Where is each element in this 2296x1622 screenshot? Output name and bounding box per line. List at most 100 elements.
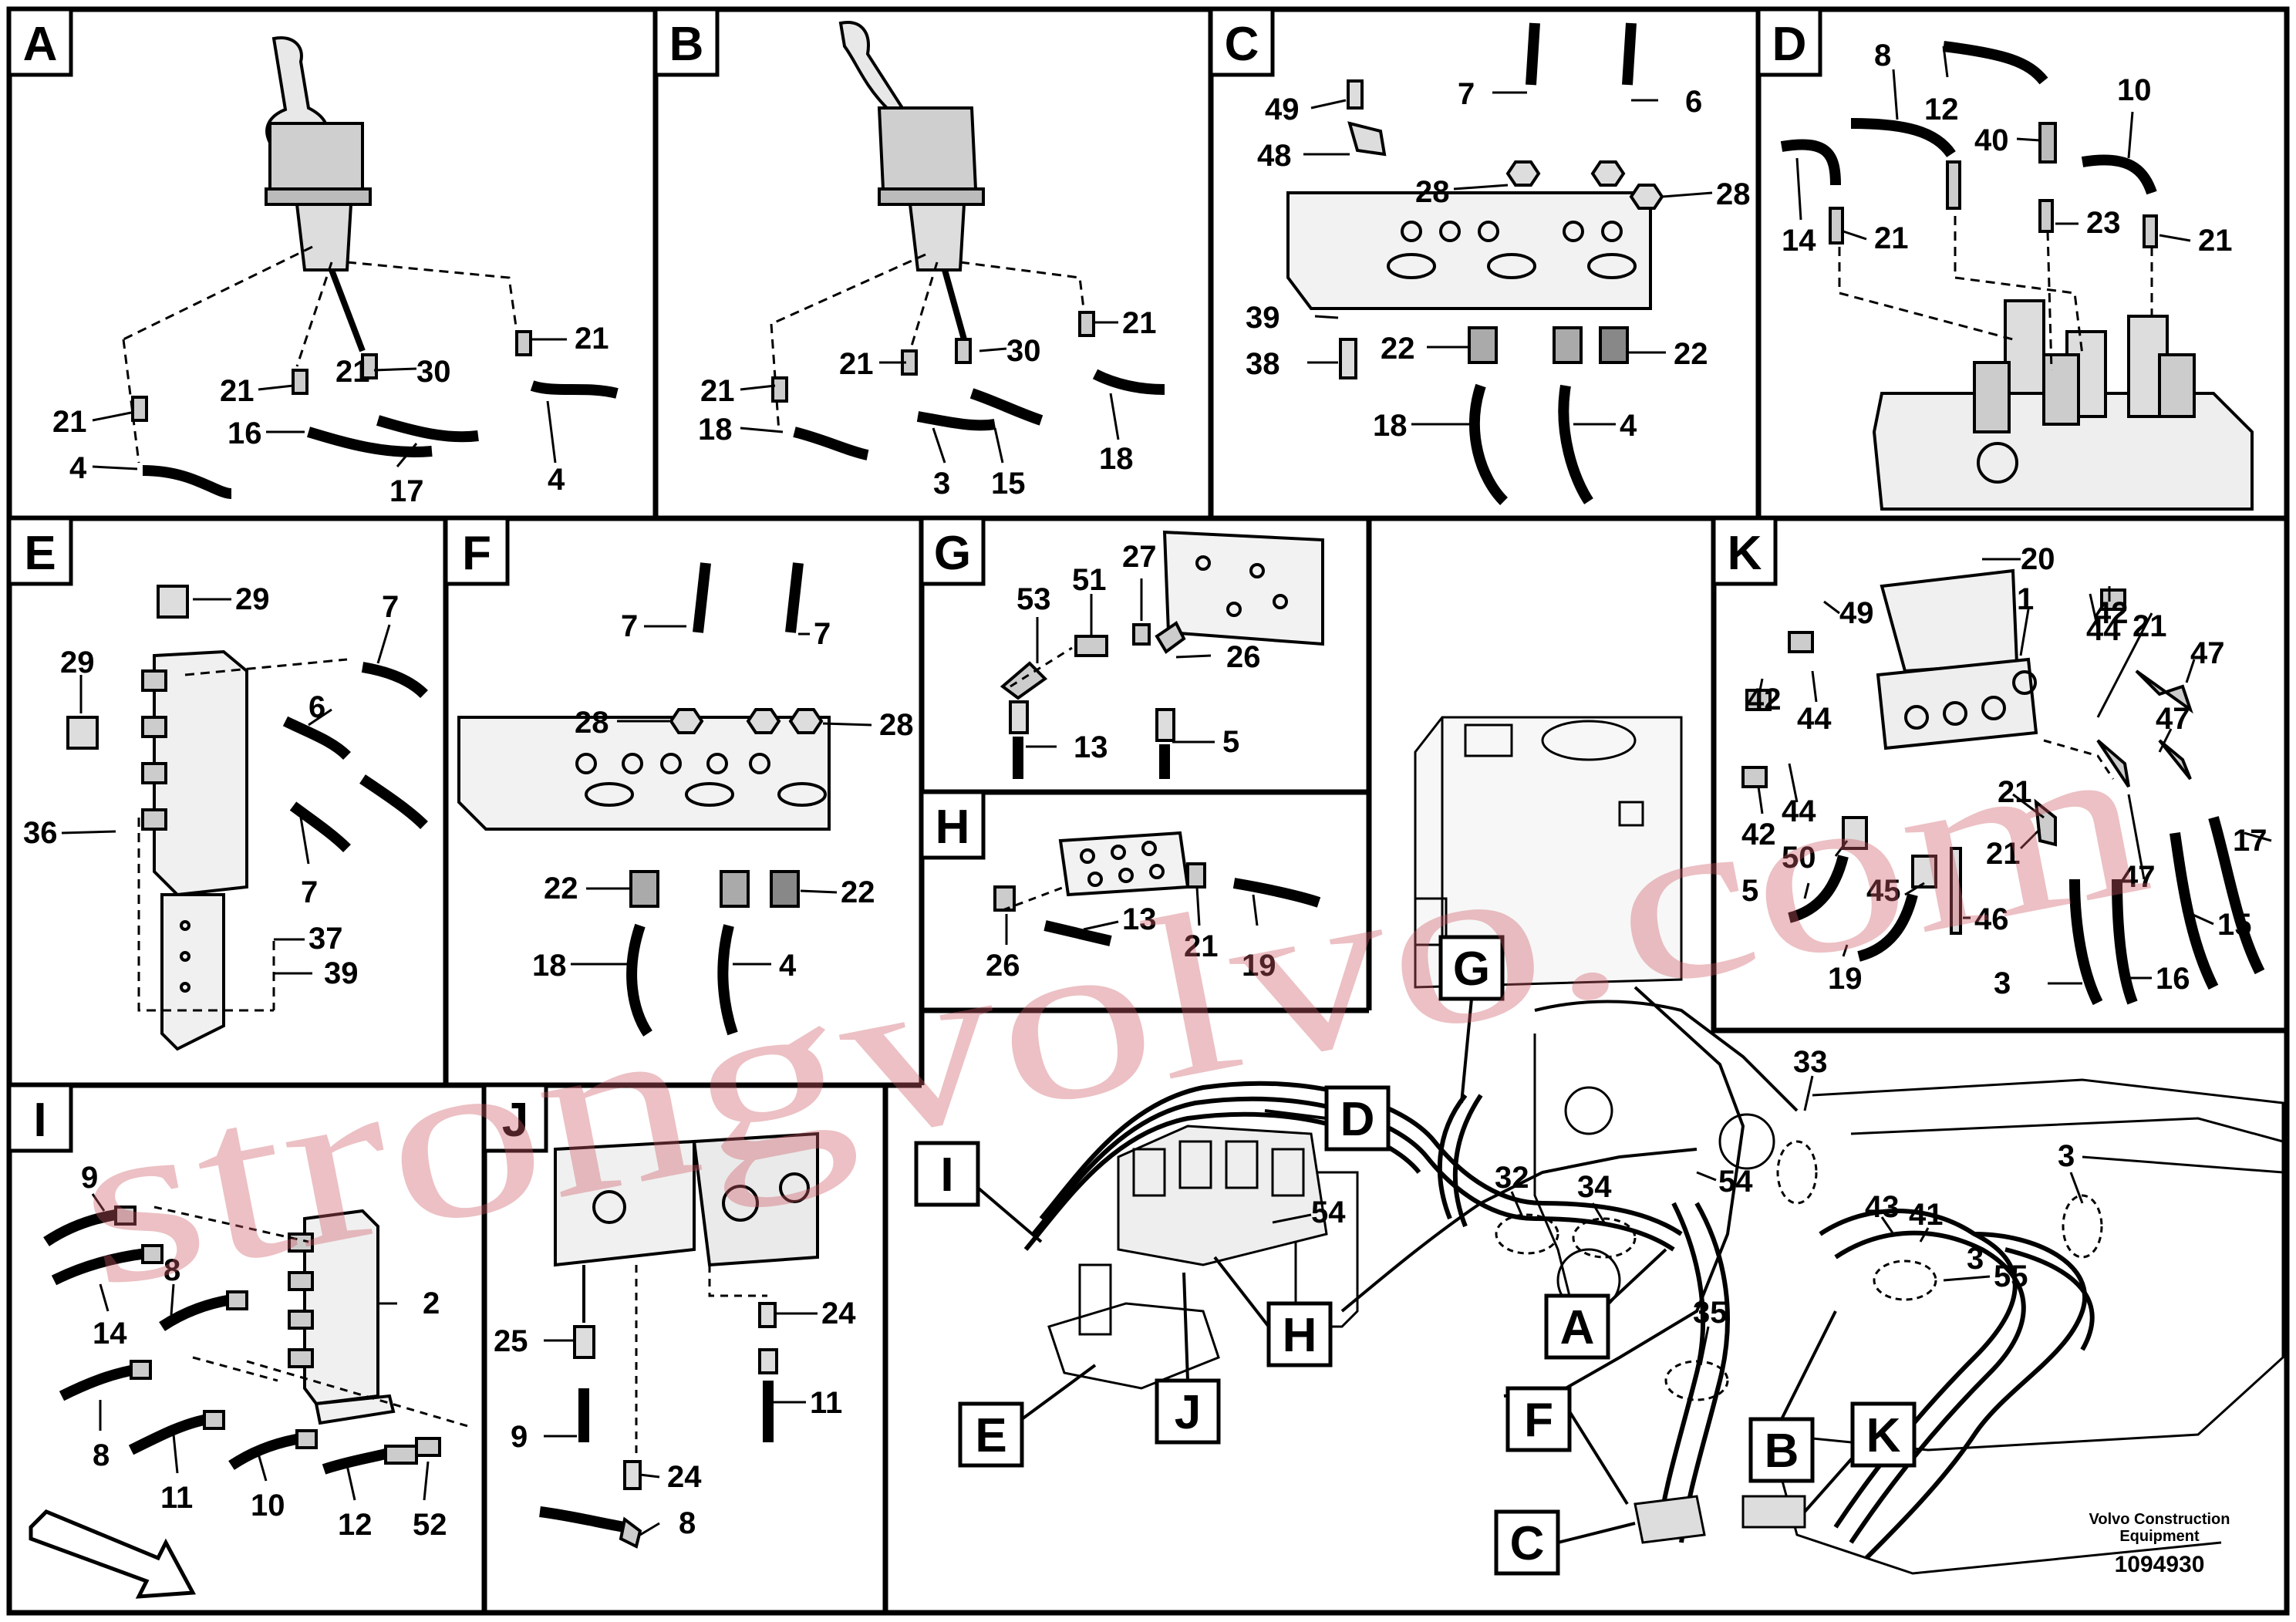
panel-i-callout: 2 — [423, 1286, 440, 1320]
footer-company-line2: Equipment — [2119, 1528, 2200, 1545]
panel-j-drawing — [539, 1131, 819, 1549]
locator-letter-g: G — [1453, 943, 1490, 996]
panel-h-leaders — [1005, 886, 1259, 945]
panel-i-callout: 12 — [338, 1508, 373, 1542]
locator-letter-d: D — [1340, 1093, 1375, 1146]
panel-letter-h: H — [936, 801, 970, 854]
panel-c-callout: 7 — [1458, 77, 1475, 111]
locator-letter-f: F — [1524, 1394, 1553, 1447]
panel-e-callout: 29 — [235, 582, 270, 616]
panel-f-callouts: 7 7 28 28 22 22 18 4 — [532, 609, 914, 983]
panel-k-callout: 47 — [2190, 636, 2225, 670]
panel-letter-f: F — [462, 527, 491, 580]
panel-c-callout: 38 — [1246, 347, 1280, 381]
panel-e-callout: 39 — [324, 956, 359, 990]
panel-k-callout: 5 — [1741, 874, 1758, 908]
overview-locator-boxes — [914, 935, 1917, 1576]
footer-drawing-number: 1094930 — [2115, 1552, 2205, 1577]
panel-k-callout: 47 — [2121, 860, 2156, 894]
panel-f-callout: 28 — [879, 708, 914, 742]
panel-d-callout: 10 — [2117, 73, 2152, 107]
panel-d-callout: 23 — [2086, 206, 2121, 240]
panel-b-callout: 21 — [1122, 306, 1157, 340]
panel-k-leaders — [1757, 558, 2272, 985]
panel-c-callout: 39 — [1246, 301, 1280, 335]
panel-h-callout: 13 — [1122, 902, 1157, 936]
locator-letter-k: K — [1866, 1409, 1901, 1462]
panel-a-leaders — [92, 338, 567, 470]
panel-d-callout: 12 — [1924, 93, 1959, 126]
panel-e-callout: 29 — [60, 646, 95, 679]
panel-c-callout: 4 — [1620, 409, 1637, 443]
overview-callout: 43 — [1865, 1190, 1900, 1224]
panel-k-drawing — [1741, 568, 2265, 1006]
panel-letter-box-k — [1711, 516, 1778, 586]
panel-k-callout: 46 — [1974, 902, 2009, 936]
panel-b-callout: 21 — [839, 347, 874, 381]
panel-b-callout: 30 — [1006, 334, 1041, 368]
panel-k-callout: 42 — [1747, 683, 1782, 717]
panel-letter-box-f — [443, 516, 510, 586]
panel-b-callout: 21 — [700, 374, 735, 408]
panel-letter-box-i — [7, 1083, 73, 1153]
panel-j-leaders — [544, 1312, 818, 1536]
panel-e-callout: 7 — [382, 590, 399, 624]
overview-callouts: 54 32 34 54 33 3 43 41 55 35 3 — [1311, 1045, 2075, 1330]
panel-i-callout: 11 — [160, 1481, 193, 1515]
panel-a-callout: 4 — [69, 451, 87, 485]
panel-i-callout: 9 — [81, 1161, 98, 1195]
panel-a-callout: 21 — [575, 322, 609, 356]
panel-b-callout: 18 — [1099, 442, 1134, 476]
panel-k-callout: 3 — [1994, 966, 2011, 1000]
panel-c-callout: 28 — [1716, 177, 1751, 211]
panel-j-callout: 24 — [667, 1460, 702, 1494]
panel-g-callout: 53 — [1017, 582, 1051, 616]
panel-g-callout: 5 — [1222, 725, 1239, 759]
overview-callout: 41 — [1909, 1198, 1944, 1232]
overview-callout: 54 — [1718, 1165, 1753, 1199]
panel-c-callouts: 49 48 39 38 7 6 28 28 22 22 18 4 — [1246, 77, 1751, 443]
panel-g-callout: 51 — [1072, 563, 1107, 597]
panel-g-callout: 13 — [1074, 730, 1108, 764]
panel-f-callout: 7 — [814, 617, 831, 651]
panel-j-callout: 25 — [494, 1324, 528, 1358]
panel-letter-d: D — [1772, 18, 1807, 71]
panel-a-drawing — [122, 36, 619, 499]
panel-e-callout: 37 — [308, 922, 343, 956]
direction-arrow-icon — [29, 1509, 197, 1599]
panel-e-callout: 36 — [23, 816, 58, 850]
overview-callout: 54 — [1311, 1195, 1346, 1229]
panel-k-callout: 42 — [1741, 818, 1776, 851]
panel-f-callout: 18 — [532, 949, 567, 983]
panel-b-leaders — [740, 321, 1120, 464]
overview-callout: 33 — [1793, 1045, 1828, 1079]
panel-e-leaders — [61, 598, 391, 975]
overview-callout: 32 — [1495, 1161, 1529, 1195]
panel-a-callout: 16 — [228, 416, 262, 450]
panel-b-callout: 18 — [698, 413, 733, 447]
overview-locator-letters: G D I H J E A F B K C — [940, 943, 1900, 1570]
panel-e-callouts: 29 29 7 6 36 7 37 39 — [23, 582, 399, 990]
panel-k-callout: 44 — [1797, 702, 1832, 736]
panel-k-callout: 16 — [2156, 962, 2190, 996]
panel-letter-g: G — [934, 527, 971, 580]
panel-k-callout: 44 — [2086, 613, 2121, 647]
panel-c-callout: 49 — [1265, 93, 1300, 126]
panel-i-callouts: 9 8 14 2 8 11 10 12 52 — [81, 1161, 447, 1542]
panel-letter-i: I — [33, 1094, 46, 1147]
footer-company-line1: Volvo Construction — [2089, 1511, 2230, 1528]
panel-b-callout: 15 — [991, 467, 1026, 501]
panel-c-callout: 6 — [1685, 85, 1702, 119]
panel-d-callout: 8 — [1874, 39, 1891, 73]
panel-e-drawing — [66, 585, 428, 1051]
panel-a-callouts: 21 4 21 16 21 30 17 21 4 — [52, 322, 609, 508]
panel-letter-box-c — [1209, 7, 1275, 77]
panel-a-callout: 21 — [220, 374, 255, 408]
panel-e-callout: 6 — [308, 690, 325, 724]
panel-k-callout: 21 — [1998, 775, 2032, 809]
panel-j-callout: 9 — [511, 1420, 528, 1454]
panel-k-callout: 49 — [1839, 596, 1874, 630]
panel-c-callout: 48 — [1257, 139, 1292, 173]
panel-g-callout: 26 — [1226, 640, 1261, 674]
panel-i-callout: 52 — [413, 1508, 447, 1542]
